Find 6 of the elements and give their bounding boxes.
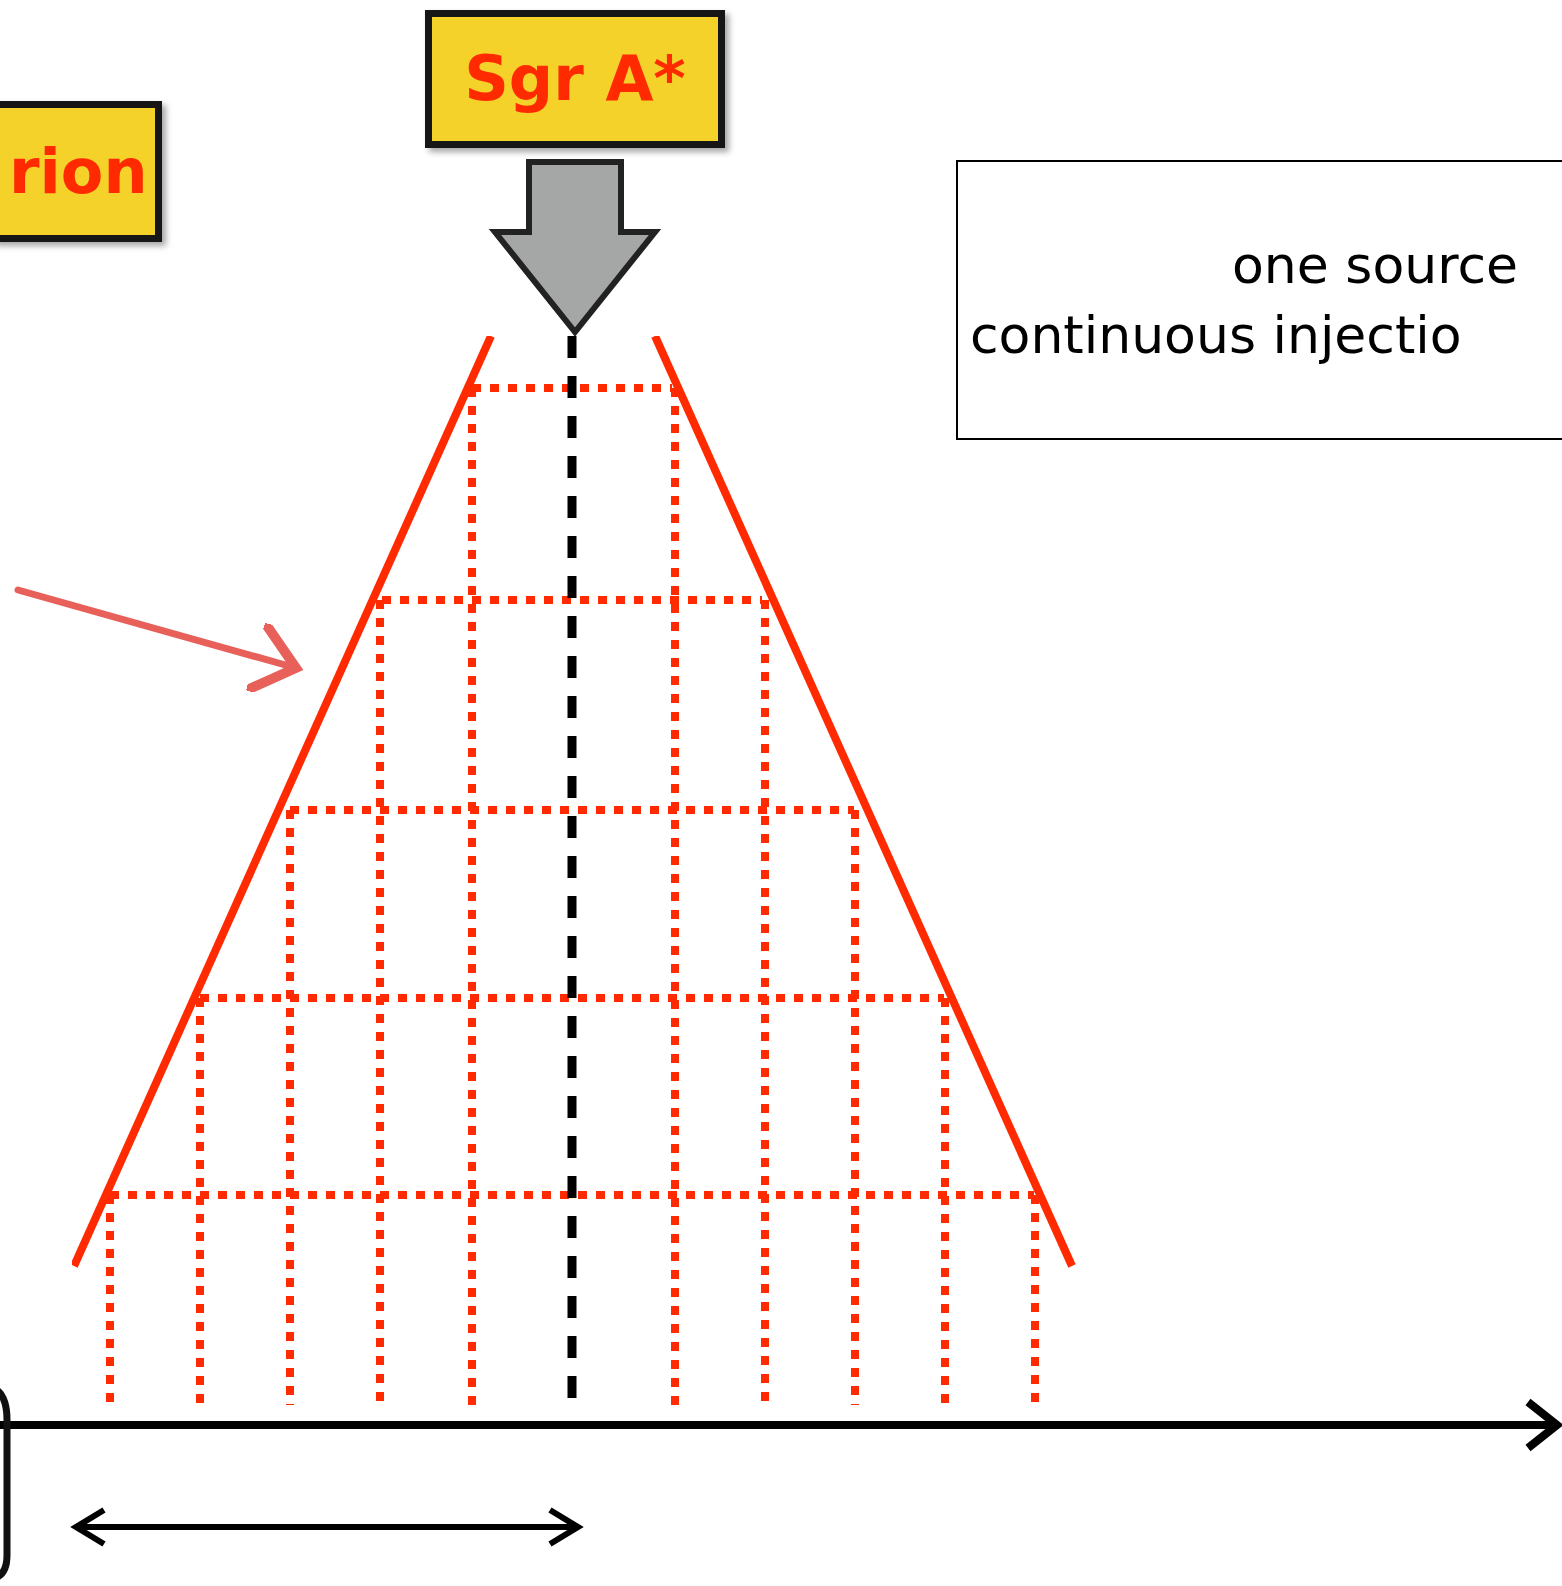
box-text: one source	[1231, 239, 1519, 291]
label-box	[425, 10, 725, 148]
label-box	[0, 101, 162, 242]
text-box	[956, 160, 1562, 440]
box-label: rion	[9, 140, 148, 203]
block-arrow	[488, 159, 662, 337]
